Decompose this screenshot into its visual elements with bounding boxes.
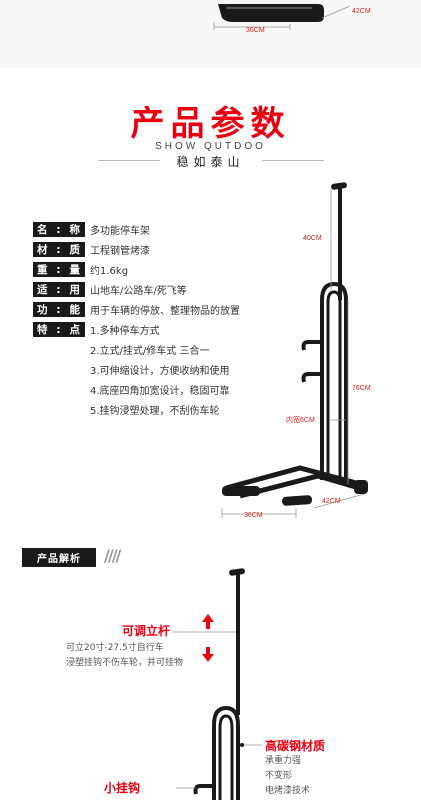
spec-value: 用于车辆的停放、整理物品的放置 bbox=[90, 306, 240, 317]
brand-name: SHOW QUTDOO bbox=[155, 141, 266, 152]
section-title: 产品解析 bbox=[22, 548, 96, 567]
spec-label: 名:称 bbox=[33, 222, 85, 237]
spec-row-name: 名:称 多功能停车架 bbox=[33, 222, 150, 237]
hook-feature-title: 小挂钩 bbox=[104, 781, 141, 795]
steel-feature-title: 高碳钢材质 bbox=[265, 739, 326, 753]
spec-value: 多功能停车架 bbox=[90, 226, 150, 237]
spec-row-features: 特:点 1.多种停车方式 bbox=[33, 322, 160, 337]
steel-feature-desc: 承重力强 bbox=[265, 756, 302, 766]
pole-feature-desc: 浸塑挂钩不伤车轮，并可挂物 bbox=[66, 658, 184, 668]
feature-item: 3.可伸缩设计，方便收纳和使用 bbox=[90, 366, 230, 377]
subtitle-divider-right bbox=[262, 160, 324, 161]
spec-label: 特:点 bbox=[33, 322, 85, 337]
subtitle-divider-left bbox=[98, 160, 160, 161]
feature-item: 4.底座四角加宽设计，稳固可靠 bbox=[90, 386, 230, 397]
spec-row-function: 功:能 用于车辆的停放、整理物品的放置 bbox=[33, 302, 240, 317]
spec-label: 材:质 bbox=[33, 242, 85, 257]
base-depth-label: 42CM bbox=[352, 8, 371, 15]
slogan: 稳如泰山 bbox=[176, 155, 245, 169]
feature-item: 5.挂钩浸塑处理，不刮伤车轮 bbox=[90, 406, 220, 417]
base-width-label: 36CM bbox=[244, 512, 263, 519]
spec-value: 1.多种停车方式 bbox=[90, 326, 160, 337]
base-width-label: 36CM bbox=[246, 27, 265, 34]
spec-row-usage: 适:用 山地车/公路车/死飞等 bbox=[33, 282, 187, 297]
pole-feature-title: 可调立杆 bbox=[122, 624, 171, 638]
spec-row-weight: 重:量 约1.6kg bbox=[33, 262, 128, 277]
pole-height-label: 40CM bbox=[303, 235, 322, 242]
spec-value: 约1.6kg bbox=[90, 266, 129, 277]
frame-height-label: 76CM bbox=[352, 385, 371, 392]
spec-row-material: 材:质 工程钢管烤漆 bbox=[33, 242, 150, 257]
spec-value: 山地车/公路车/死飞等 bbox=[90, 286, 187, 297]
spec-label: 功:能 bbox=[33, 302, 85, 317]
steel-feature-desc: 电烤漆技术 bbox=[265, 786, 311, 796]
steel-feature-desc: 不变形 bbox=[265, 771, 293, 781]
base-depth-label: 42CM bbox=[322, 498, 341, 505]
spec-label: 适:用 bbox=[33, 282, 85, 297]
pole-feature-desc: 可立20寸-27.5寸自行车 bbox=[66, 643, 164, 653]
section-decoration: //// bbox=[104, 546, 121, 565]
top-dimension-strip: 36CM 42CM bbox=[0, 0, 421, 68]
feature-item: 2.立式/挂式/修车式 三合一 bbox=[90, 346, 210, 357]
spec-value: 工程钢管烤漆 bbox=[90, 246, 150, 257]
page-title: 产品参数 bbox=[130, 104, 291, 144]
spec-label: 重:量 bbox=[33, 262, 85, 277]
stand-base-illustration bbox=[213, 4, 351, 30]
inner-width-label: 内宽6CM bbox=[286, 417, 315, 424]
